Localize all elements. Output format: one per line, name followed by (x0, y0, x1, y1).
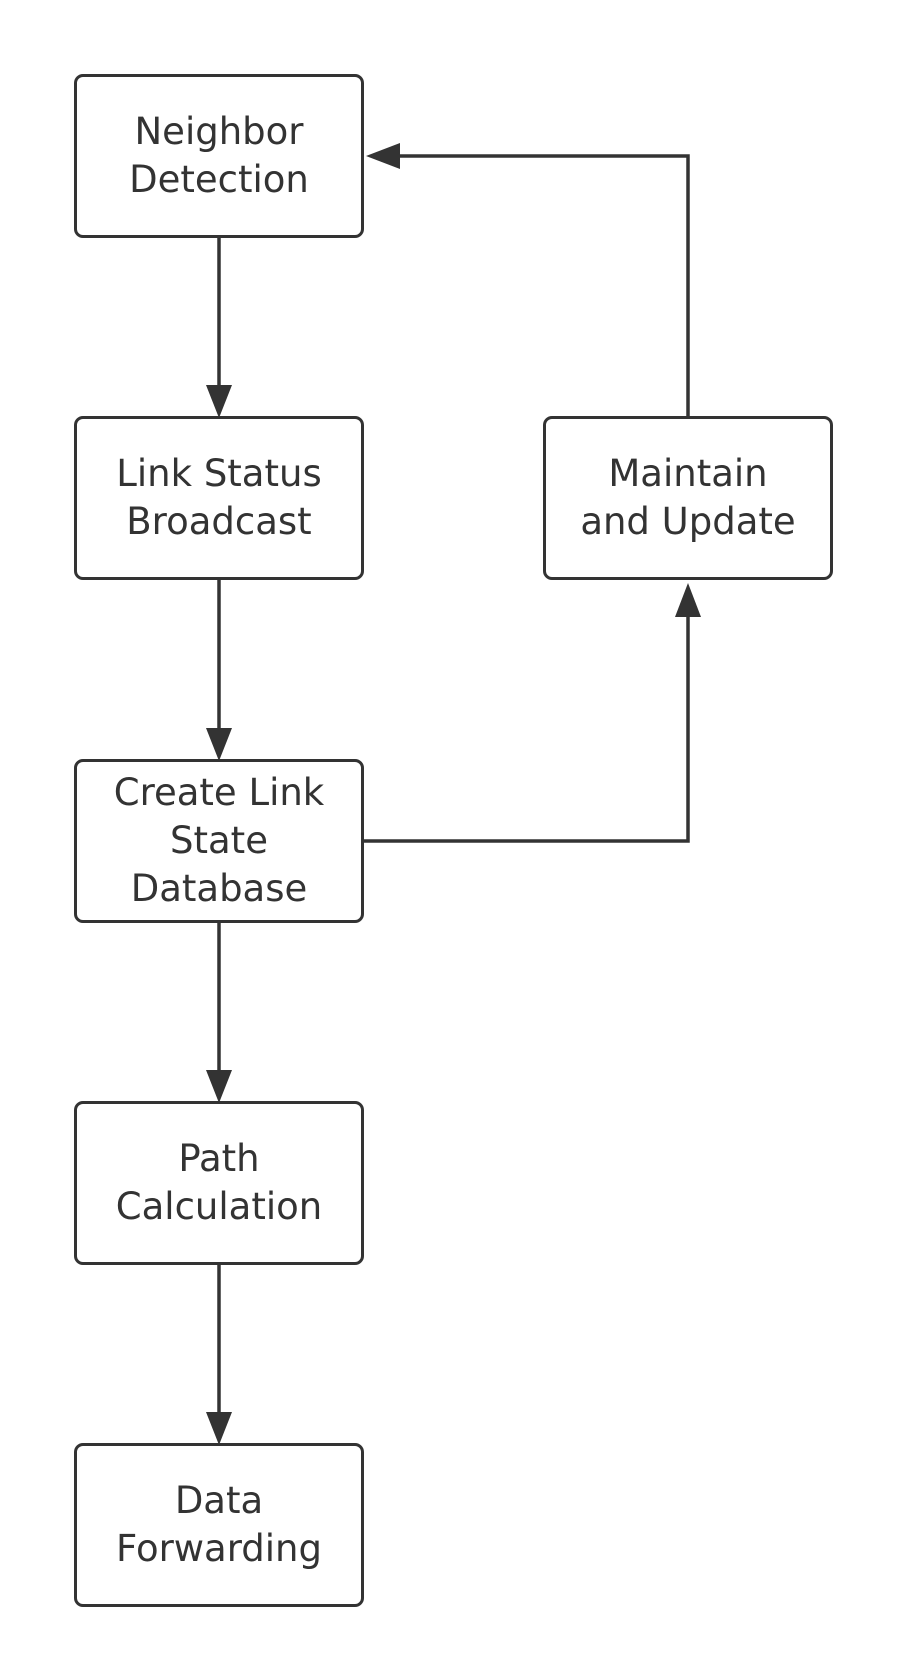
node-create-link-state-database-label: Create Link State Database (113, 771, 325, 910)
node-link-status-broadcast: Link Status Broadcast (74, 416, 364, 580)
node-create-link-state-database: Create Link State Database (74, 759, 364, 923)
node-neighbor-detection-label: Neighbor Detection (129, 110, 309, 201)
edge-neighbor-to-broadcast (206, 238, 232, 418)
node-neighbor-detection: Neighbor Detection (74, 74, 364, 238)
edge-path-to-forwarding (206, 1265, 232, 1445)
edge-lsdb-to-path (206, 923, 232, 1103)
node-path-calculation-label: Path Calculation (115, 1137, 323, 1228)
node-maintain-and-update: Maintain and Update (543, 416, 833, 580)
edge-lsdb-to-maintain (364, 583, 701, 843)
edge-maintain-to-neighbor (366, 143, 690, 416)
node-data-forwarding: Data Forwarding (74, 1443, 364, 1607)
node-data-forwarding-label: Data Forwarding (115, 1479, 322, 1570)
node-path-calculation: Path Calculation (74, 1101, 364, 1265)
edge-broadcast-to-lsdb (206, 580, 232, 761)
node-maintain-and-update-label: Maintain and Update (580, 452, 796, 543)
node-link-status-broadcast-label: Link Status Broadcast (116, 452, 322, 543)
